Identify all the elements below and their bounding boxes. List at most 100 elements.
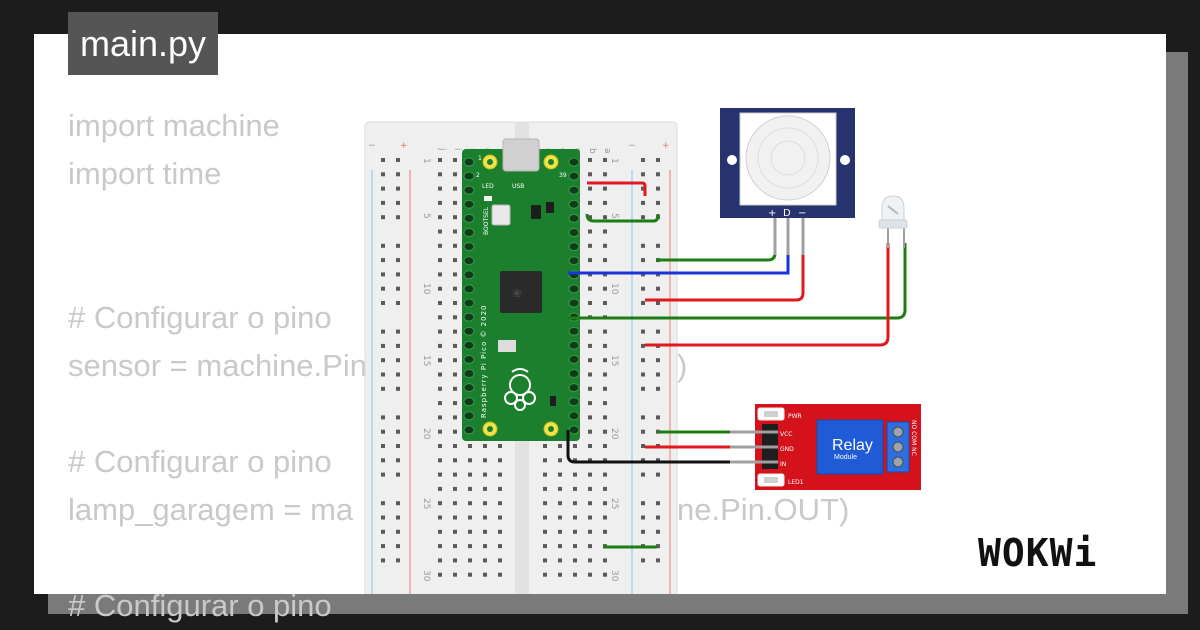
breadboard-hole xyxy=(603,429,607,434)
breadboard-hole xyxy=(396,358,400,363)
code-fragment: ne.Pin.OUT) xyxy=(677,492,850,527)
breadboard-hole xyxy=(396,158,400,162)
breadboard-hole xyxy=(543,472,547,477)
breadboard-hole xyxy=(641,286,645,291)
breadboard-hole xyxy=(381,186,385,191)
breadboard-hole xyxy=(468,458,472,463)
breadboard-hole xyxy=(641,515,645,520)
breadboard-hole xyxy=(588,372,592,377)
breadboard-hole xyxy=(381,429,385,434)
breadboard-hole xyxy=(396,544,400,549)
breadboard-hole xyxy=(573,558,577,563)
breadboard-hole xyxy=(438,558,442,563)
breadboard-hole xyxy=(438,286,442,291)
relay-coil-box xyxy=(816,419,884,475)
code-line: sensor = machine.Pin( xyxy=(68,348,378,383)
row-number: 10 xyxy=(609,283,619,295)
breadboard-hole xyxy=(656,372,660,377)
pico-pin xyxy=(463,228,475,237)
breadboard-hole xyxy=(453,186,457,191)
breadboard-hole xyxy=(438,272,442,277)
pin-2-label: 2 xyxy=(476,172,480,179)
pico-pin xyxy=(568,354,580,364)
breadboard-hole xyxy=(543,529,547,534)
breadboard-hole xyxy=(396,529,400,534)
breadboard-hole xyxy=(603,243,607,248)
raspberry-logo-icon xyxy=(504,368,536,411)
breadboard-hole xyxy=(438,358,442,363)
breadboard-hole xyxy=(588,215,592,220)
pico-pin xyxy=(568,213,580,223)
breadboard-hole xyxy=(498,572,502,577)
breadboard-hole xyxy=(588,486,592,491)
breadboard-hole xyxy=(641,200,645,205)
code-fragment: ) xyxy=(677,348,688,383)
breadboard-hole xyxy=(573,486,577,491)
pir-pin-label: + xyxy=(768,208,776,219)
breadboard-hole xyxy=(498,472,502,477)
breadboard-hole xyxy=(381,529,385,534)
breadboard-hole xyxy=(641,329,645,334)
breadboard-hole xyxy=(603,472,607,477)
breadboard-hole xyxy=(453,529,457,534)
pico-pin xyxy=(568,228,580,237)
raspberry-pi-pico[interactable]: 1 2 39 LED USB BOOTSEL ❀ Raspberry Pi Pi… xyxy=(462,138,580,441)
breadboard-hole xyxy=(603,215,607,220)
breadboard-hole xyxy=(603,386,607,391)
breadboard-hole xyxy=(453,315,457,320)
breadboard-hole xyxy=(453,486,457,491)
breadboard-hole xyxy=(641,243,645,248)
breadboard-hole xyxy=(453,343,457,348)
row-number: 5 xyxy=(609,213,619,219)
file-tab[interactable]: main.py xyxy=(68,12,219,75)
breadboard-hole xyxy=(588,401,592,406)
breadboard-hole xyxy=(656,458,660,463)
breadboard-hole xyxy=(483,486,487,491)
pir-motion-sensor[interactable]: + D − xyxy=(720,108,855,255)
breadboard-hole xyxy=(438,501,442,506)
breadboard-hole xyxy=(588,158,592,162)
breadboard-hole xyxy=(396,329,400,334)
breadboard-hole xyxy=(498,529,502,534)
breadboard-hole xyxy=(603,172,607,177)
pico-pin xyxy=(568,157,580,167)
pico-pin xyxy=(463,340,475,350)
pin-1-label: 1 xyxy=(478,155,482,162)
breadboard-hole xyxy=(656,286,660,291)
breadboard-hole xyxy=(543,558,547,563)
breadboard-hole xyxy=(498,486,502,491)
relay-module[interactable]: PWR LED1 VCC GND IN Relay Module NO COM … xyxy=(730,404,921,490)
breadboard-hole xyxy=(396,272,400,277)
pir-dome-icon xyxy=(745,115,831,201)
row-number: 1 xyxy=(609,158,619,164)
pir-pin-label: − xyxy=(798,208,806,219)
breadboard-hole xyxy=(573,501,577,506)
breadboard-hole xyxy=(381,372,385,377)
breadboard-hole xyxy=(603,444,607,448)
pico-pin xyxy=(568,340,580,350)
breadboard-hole xyxy=(656,501,660,506)
breadboard-hole xyxy=(396,372,400,377)
breadboard-hole xyxy=(396,472,400,477)
breadboard-hole xyxy=(381,243,385,248)
breadboard-hole xyxy=(453,301,457,305)
breadboard-hole xyxy=(453,558,457,563)
breadboard-hole xyxy=(641,158,645,162)
breadboard-hole xyxy=(588,301,592,305)
breadboard-hole xyxy=(558,515,562,520)
breadboard-hole xyxy=(573,572,577,577)
wokwi-logo-text: WOKWi xyxy=(978,531,1097,574)
pico-pin xyxy=(568,383,580,393)
breadboard-hole xyxy=(381,172,385,177)
usb-connector-icon xyxy=(502,138,540,172)
breadboard-hole xyxy=(543,501,547,506)
bootsel-button[interactable] xyxy=(491,204,511,226)
breadboard-hole xyxy=(453,215,457,220)
led-lamp[interactable] xyxy=(878,195,908,248)
breadboard-hole xyxy=(438,444,442,448)
breadboard-hole xyxy=(381,301,385,305)
pico-pin xyxy=(568,298,580,308)
code-line: import time xyxy=(68,156,222,191)
breadboard-hole xyxy=(381,558,385,563)
row-number: 15 xyxy=(609,355,619,366)
